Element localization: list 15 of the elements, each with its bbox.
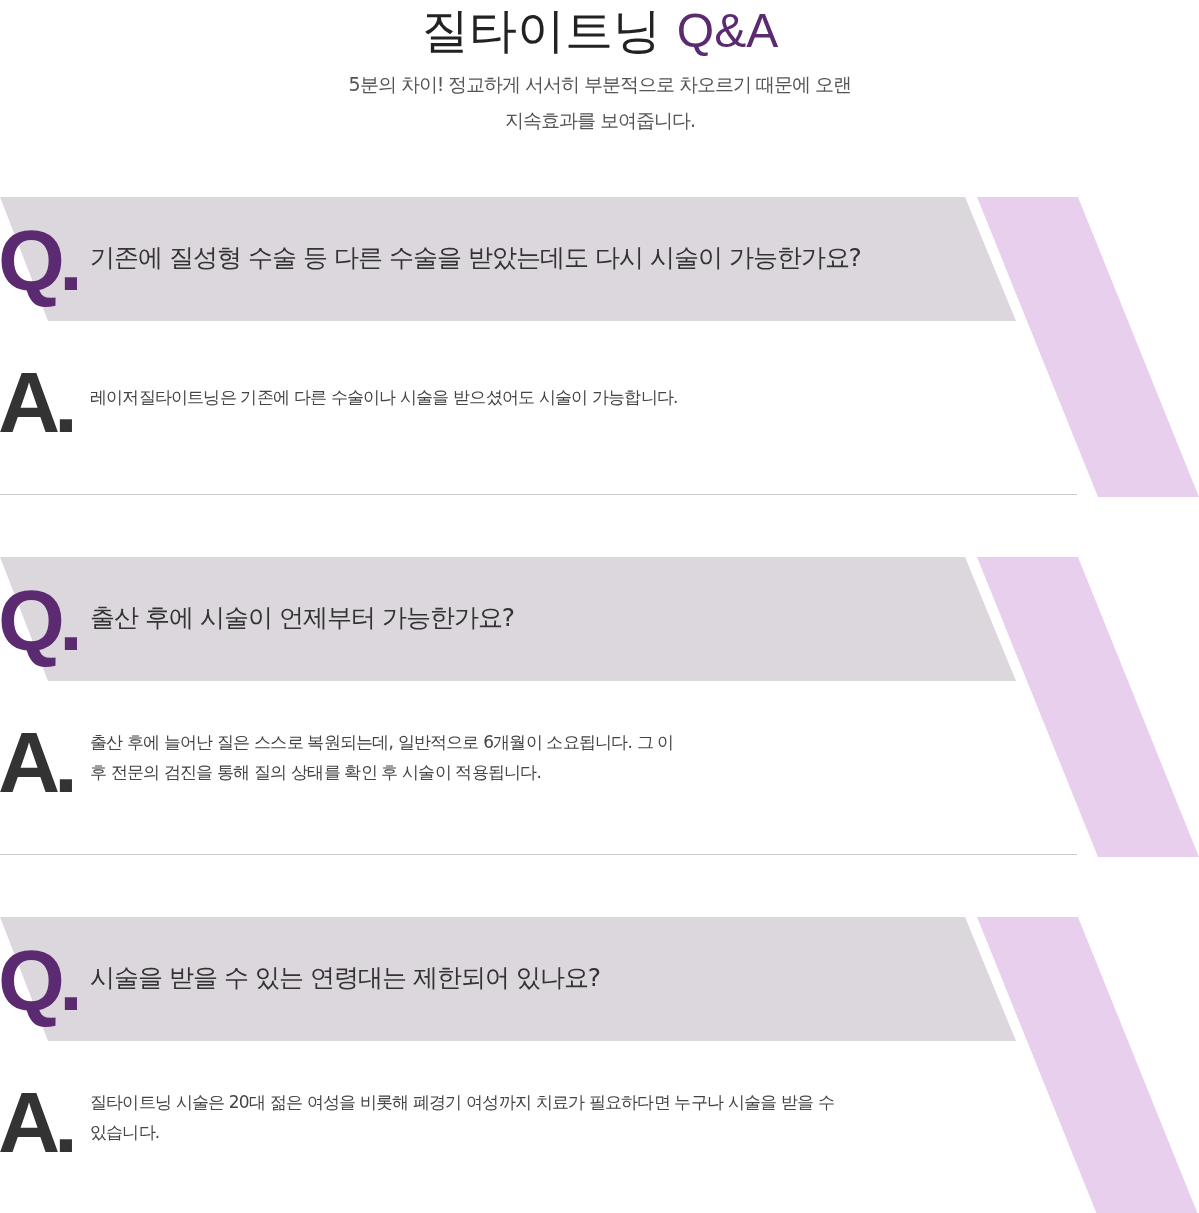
- question-banner: [0, 557, 1016, 681]
- page-title: 질타이트닝: [420, 1, 661, 60]
- answer-text: 질타이트닝 시술은 20대 젊은 여성을 비롯해 폐경기 여성까지 치료가 필요하다면 누구나 시술을 받을 수 있습니다.: [90, 1091, 836, 1144]
- subtitle: 5분의 차이! 정교하게 서서히 부분적으로 차오르기 때문에 오랜 지속효과를 보여줍니다.: [347, 72, 853, 133]
- question-banner: [0, 197, 1016, 321]
- answer-text: 레이저질타이트닝은 기존에 다른 수술이나 시술을 받으셨어도 시술이 가능합니다.: [90, 386, 679, 409]
- question-text: 시술을 받을 수 있는 연령대는 제한되어 있나요?: [90, 961, 600, 994]
- a-letter: A.: [0, 1079, 72, 1165]
- a-letter: A.: [0, 719, 72, 805]
- question-text: 출산 후에 시술이 언제부터 가능한가요?: [90, 601, 515, 634]
- question-banner: [0, 917, 1016, 1041]
- title-accent: Q&A: [676, 3, 779, 59]
- question-text: 기존에 질성형 수술 등 다른 수술을 받았는데도 다시 시술이 가능한가요?: [90, 241, 861, 274]
- answer-text: 출산 후에 늘어난 질은 스스로 복원되는데, 일반적으로 6개월이 소요됩니다. 그 이후 전문의 검진을 통해 질의 상태를 확인 후 시술이 적용됩니다.: [90, 731, 675, 784]
- a-letter: A.: [0, 359, 72, 445]
